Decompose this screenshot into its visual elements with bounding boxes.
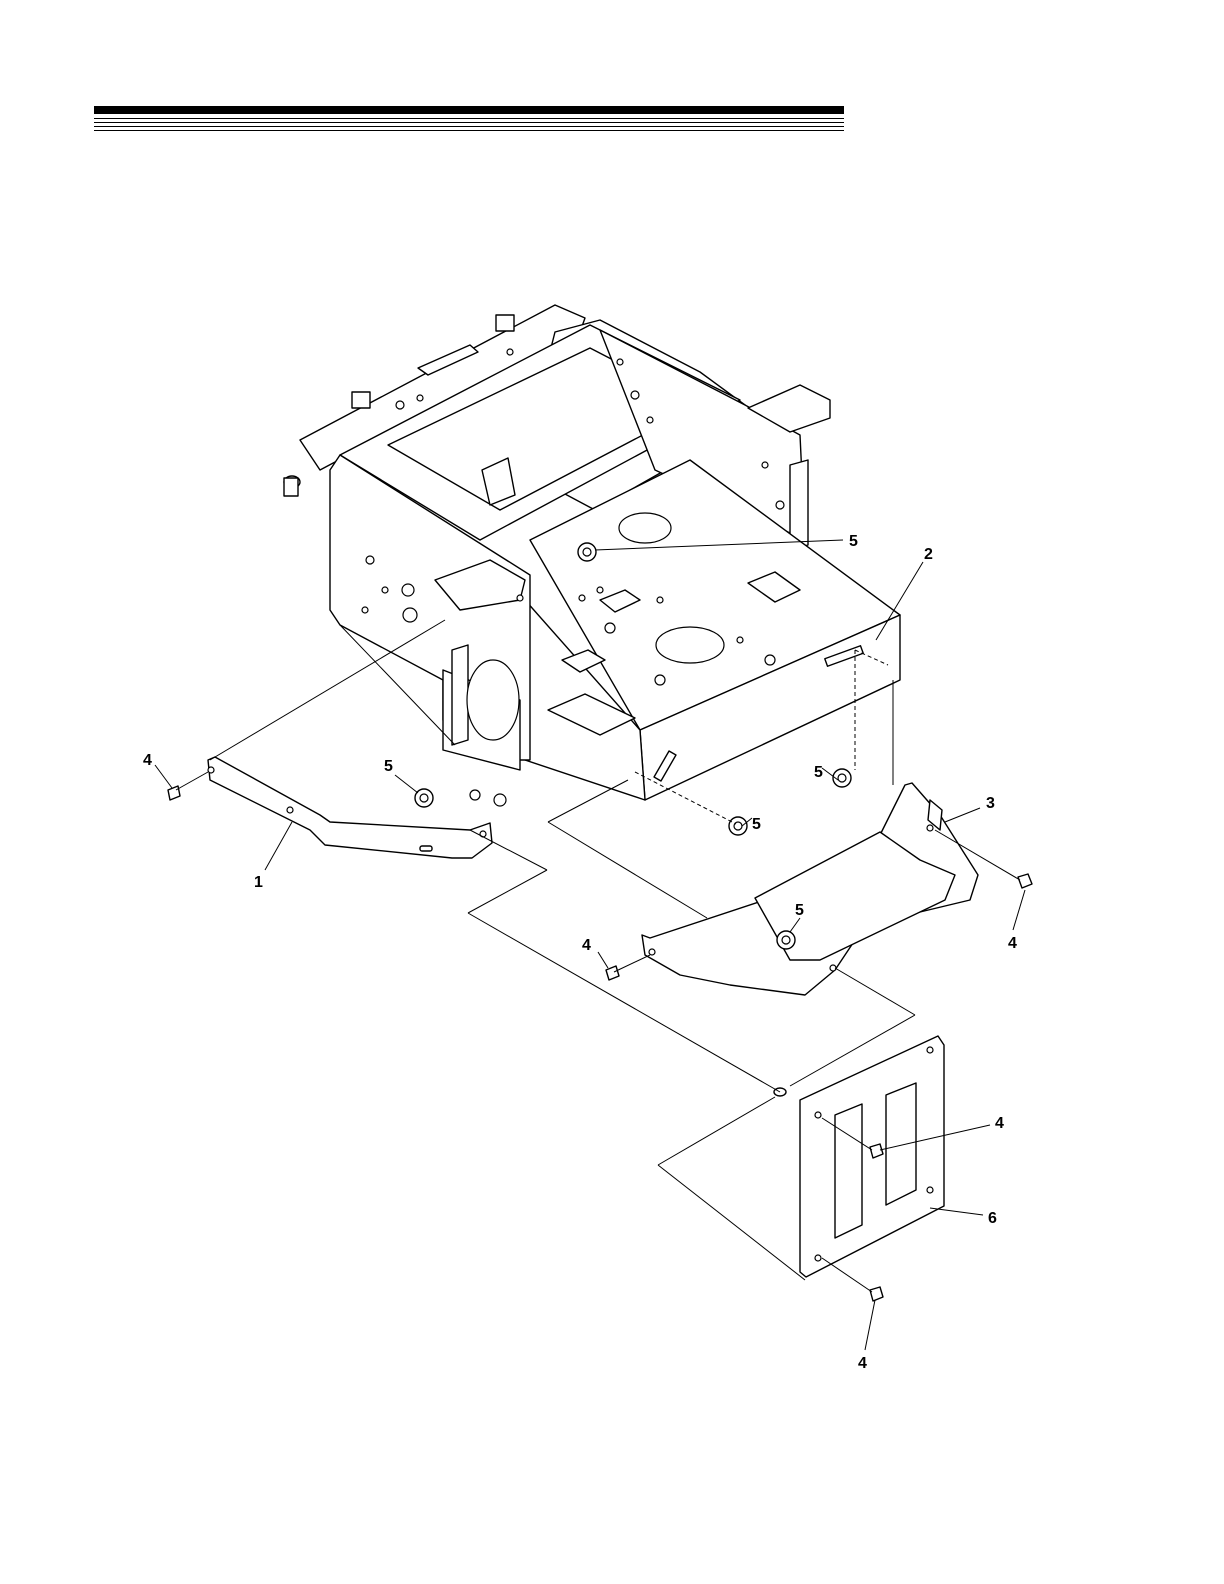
bracket-3 xyxy=(642,783,978,995)
callout-4-plate-top: 4 xyxy=(995,1115,1004,1132)
bolt-center xyxy=(606,955,650,980)
callout-6: 6 xyxy=(988,1210,997,1227)
nut-deck-front xyxy=(729,817,747,835)
bolt-plate-bottom xyxy=(870,1287,883,1301)
callout-4-center: 4 xyxy=(582,937,591,954)
plate-6 xyxy=(774,1036,944,1277)
callout-5-bracket-3: 5 xyxy=(795,902,804,919)
nut-deck xyxy=(578,543,596,561)
callout-4-right: 4 xyxy=(1008,935,1017,952)
nut-bracket-3 xyxy=(777,931,795,949)
callout-5-deck: 5 xyxy=(849,533,858,550)
bracket-1 xyxy=(208,757,492,858)
callout-1: 1 xyxy=(254,874,263,891)
callout-4-left: 4 xyxy=(143,752,152,769)
bolt-left xyxy=(168,772,208,800)
nut-bracket-1 xyxy=(415,789,433,807)
callout-5-deck-front: 5 xyxy=(752,816,761,833)
callout-4-plate-bottom: 4 xyxy=(858,1355,867,1372)
callout-5-bracket-1: 5 xyxy=(384,758,393,775)
callout-3: 3 xyxy=(986,795,995,812)
callout-2: 2 xyxy=(924,546,933,563)
callout-5-deck-right: 5 xyxy=(814,764,823,781)
